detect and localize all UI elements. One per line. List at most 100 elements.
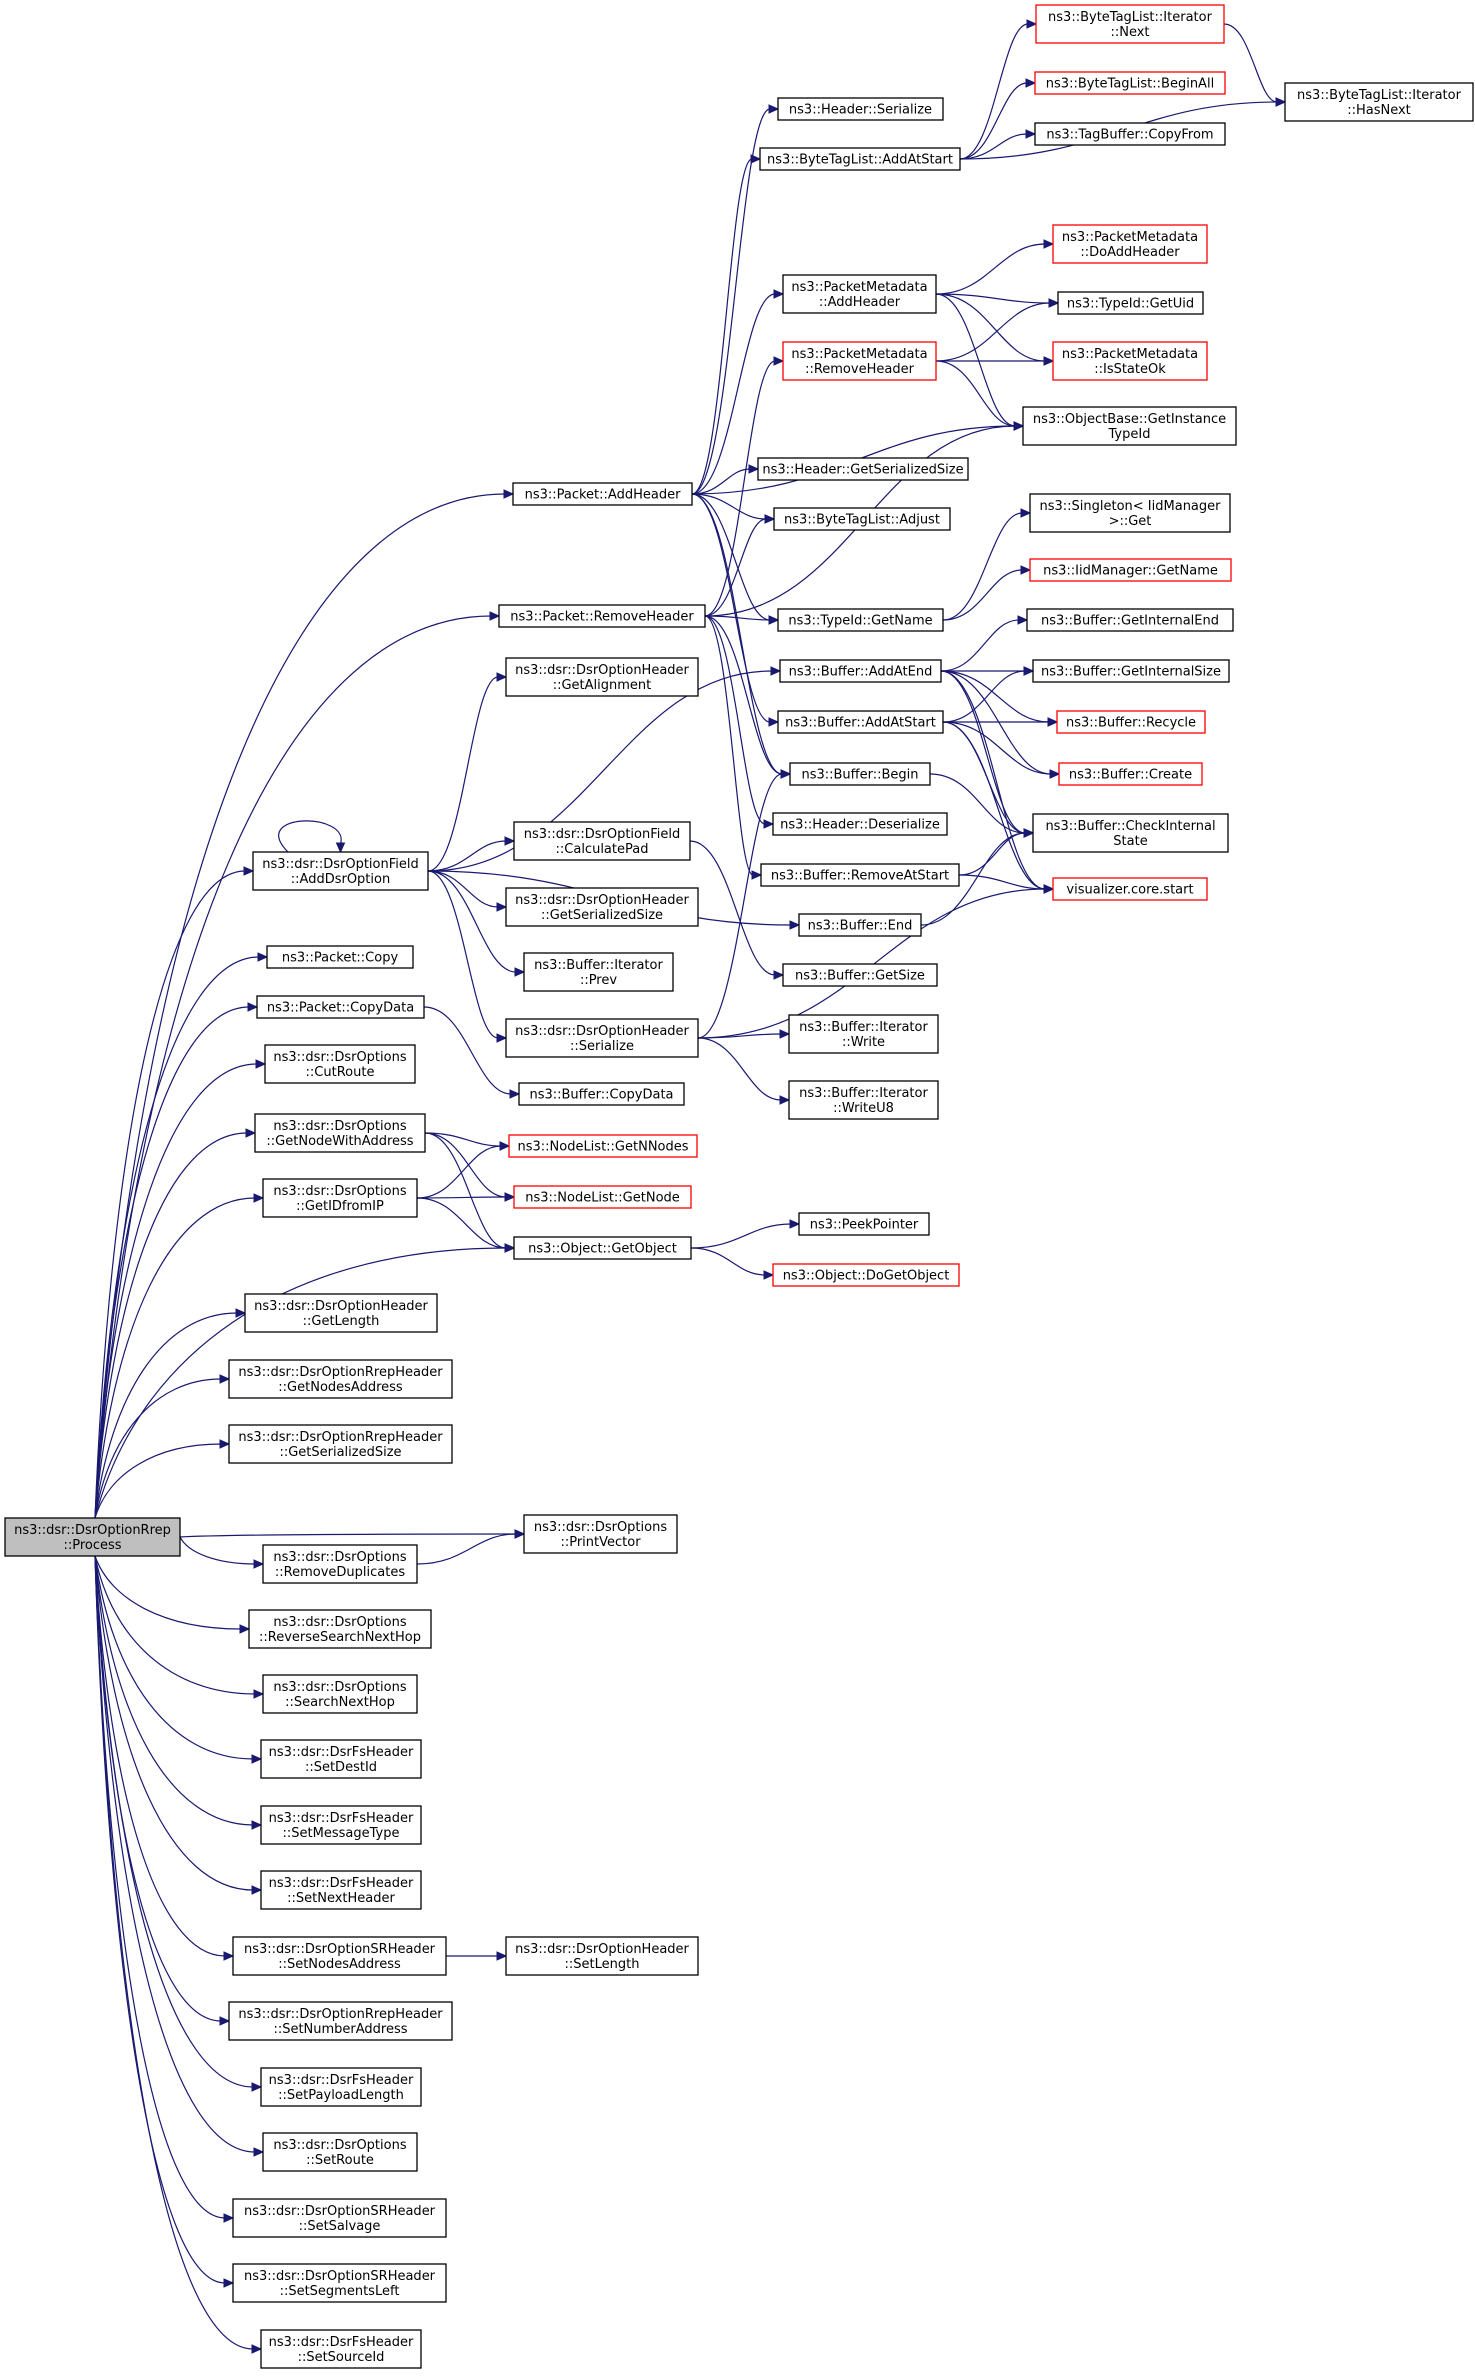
node-opt-revsearch[interactable]: ns3::dsr::DsrOptions::ReverseSearchNextH…: [248, 1609, 432, 1649]
call-edge: [427, 836, 516, 872]
node-buf-recycle[interactable]: ns3::Buffer::Recycle: [1056, 710, 1206, 734]
node-buf-addatend[interactable]: ns3::Buffer::AddAtEnd: [779, 659, 942, 683]
node-buf-end[interactable]: ns3::Buffer::End: [798, 913, 922, 937]
node-label: ns3::dsr::DsrOptions: [534, 1520, 667, 1535]
edge-arrowhead: [253, 2147, 265, 2157]
edge-arrowhead: [504, 1243, 516, 1253]
node-btl-beginall[interactable]: ns3::ByteTagList::BeginAll: [1034, 71, 1226, 95]
node-header-serialize[interactable]: ns3::Header::Serialize: [777, 97, 944, 121]
node-buf-addatstart[interactable]: ns3::Buffer::AddAtStart: [777, 710, 944, 734]
node-label: ns3::Buffer::Create: [1069, 768, 1192, 783]
node-sr-setnodesaddr[interactable]: ns3::dsr::DsrOptionSRHeader::SetNodesAdd…: [232, 1936, 447, 1976]
node-peekpointer[interactable]: ns3::PeekPointer: [798, 1212, 930, 1236]
node-label: ns3::PacketMetadata: [1062, 347, 1198, 362]
node-pkt-removeheader[interactable]: ns3::Packet::RemoveHeader: [498, 604, 706, 628]
edge-line: [94, 615, 492, 1519]
node-label: ns3::dsr::DsrOptionHeader: [254, 1299, 428, 1314]
node-root[interactable]: ns3::dsr::DsrOptionRrep::Process: [4, 1517, 181, 1557]
edge-line: [691, 468, 751, 495]
node-buf-getinternalend[interactable]: ns3::Buffer::GetInternalEnd: [1026, 608, 1234, 632]
node-iidmgr-getname[interactable]: ns3::IidManager::GetName: [1029, 558, 1232, 582]
call-edge: [940, 670, 1061, 779]
node-buf-begin[interactable]: ns3::Buffer::Begin: [789, 762, 931, 786]
edge-arrowhead: [1043, 239, 1055, 249]
node-buf-removeatstart[interactable]: ns3::Buffer::RemoveAtStart: [760, 863, 960, 887]
call-edges: [94, 19, 1287, 2354]
node-opt-printvector[interactable]: ns3::dsr::DsrOptions::PrintVector: [523, 1514, 678, 1554]
node-opt-getnodewithaddr[interactable]: ns3::dsr::DsrOptions::GetNodeWithAddress: [254, 1113, 426, 1153]
edge-line: [94, 870, 246, 1519]
edge-line: [278, 820, 342, 853]
node-bufit-write[interactable]: ns3::Buffer::Iterator::Write: [788, 1014, 939, 1054]
node-nodelist-getn[interactable]: ns3::NodeList::GetNNodes: [508, 1134, 698, 1158]
edge-line: [704, 615, 771, 621]
node-label: ns3::Buffer::RemoveAtStart: [771, 869, 949, 884]
edge-arrowhead: [514, 967, 526, 977]
node-bufit-prev[interactable]: ns3::Buffer::Iterator::Prev: [523, 952, 674, 992]
node-bufit-writeu8[interactable]: ns3::Buffer::Iterator::WriteU8: [788, 1080, 939, 1120]
node-box: [228, 1359, 453, 1399]
node-btl-addatstart[interactable]: ns3::ByteTagList::AddAtStart: [759, 147, 961, 171]
node-pm-removeheader[interactable]: ns3::PacketMetadata::RemoveHeader: [782, 341, 937, 381]
node-box: [1029, 558, 1232, 582]
node-singleton-get[interactable]: ns3::Singleton< IidManager >::Get: [1029, 493, 1231, 533]
node-label: ns3::TypeId::GetUid: [1067, 297, 1194, 312]
node-typeid-getname[interactable]: ns3::TypeId::GetName: [777, 608, 944, 632]
edge-arrowhead: [763, 819, 775, 829]
node-obj-dogetobject[interactable]: ns3::Object::DoGetObject: [772, 1263, 960, 1287]
node-fs-setnexthdr[interactable]: ns3::dsr::DsrFsHeader::SetNextHeader: [260, 1870, 422, 1910]
node-header-deserialize[interactable]: ns3::Header::Deserialize: [772, 812, 948, 836]
node-opt-cutroute[interactable]: ns3::dsr::DsrOptions::CutRoute: [264, 1044, 416, 1084]
node-buf-create[interactable]: ns3::Buffer::Create: [1058, 762, 1203, 786]
node-fs-setmsgtype[interactable]: ns3::dsr::DsrFsHeader::SetMessageType: [260, 1805, 422, 1845]
node-hdr-serialize[interactable]: ns3::dsr::DsrOptionHeader::Serialize: [505, 1018, 699, 1058]
node-buf-copydata[interactable]: ns3::Buffer::CopyData: [518, 1082, 685, 1106]
node-sr-setsegleft[interactable]: ns3::dsr::DsrOptionSRHeader::SetSegments…: [232, 2263, 447, 2303]
node-box: [498, 604, 706, 628]
node-pm-addheader[interactable]: ns3::PacketMetadata::AddHeader: [782, 274, 937, 314]
edge-line: [942, 670, 1026, 723]
node-opt-removedup[interactable]: ns3::dsr::DsrOptions::RemoveDuplicates: [262, 1544, 418, 1584]
node-opt-getidfromip[interactable]: ns3::dsr::DsrOptions::GetIDfromIP: [262, 1178, 418, 1218]
node-buf-getinternalsize[interactable]: ns3::Buffer::GetInternalSize: [1032, 659, 1230, 683]
node-hdr-getalign[interactable]: ns3::dsr::DsrOptionHeader::GetAlignment: [505, 657, 699, 697]
edge-line: [697, 773, 783, 1039]
node-label: ns3::Buffer::AddAtStart: [785, 716, 936, 731]
node-hdr-setlength[interactable]: ns3::dsr::DsrOptionHeader::SetLength: [505, 1936, 699, 1976]
node-pm-doaddheader[interactable]: ns3::PacketMetadata::DoAddHeader: [1052, 224, 1208, 264]
node-btl-adjust[interactable]: ns3::ByteTagList::Adjust: [773, 507, 951, 531]
node-pkt-copydata[interactable]: ns3::Packet::CopyData: [256, 995, 425, 1019]
node-btlit-next[interactable]: ns3::ByteTagList::Iterator::Next: [1035, 4, 1225, 44]
node-label: ns3::dsr::DsrFsHeader: [269, 1876, 414, 1891]
node-hdr-getserialsize[interactable]: ns3::dsr::DsrOptionHeader::GetSerialized…: [505, 887, 699, 927]
node-rrep-getnodesaddr[interactable]: ns3::dsr::DsrOptionRrepHeader::GetNodesA…: [228, 1359, 453, 1399]
node-field-adddsr[interactable]: ns3::dsr::DsrOptionField::AddDsrOption: [252, 851, 429, 891]
node-label: ns3::PacketMetadata: [791, 280, 927, 295]
node-tagbuf-copyfrom[interactable]: ns3::TagBuffer::CopyFrom: [1034, 122, 1226, 146]
edge-line: [427, 670, 773, 872]
node-buf-getsize[interactable]: ns3::Buffer::GetSize: [782, 963, 938, 987]
node-sr-setsalvage[interactable]: ns3::dsr::DsrOptionSRHeader::SetSalvage: [232, 2198, 447, 2238]
node-header-getserialsize[interactable]: ns3::Header::GetSerializedSize: [757, 457, 969, 481]
node-fs-setdestid[interactable]: ns3::dsr::DsrFsHeader::SetDestId: [260, 1739, 422, 1779]
node-label: ns3::dsr::DsrOptionField: [524, 827, 680, 842]
node-btlit-hasnext[interactable]: ns3::ByteTagList::Iterator::HasNext: [1284, 82, 1474, 122]
node-hdr-getlength[interactable]: ns3::dsr::DsrOptionHeader::GetLength: [244, 1293, 438, 1333]
edge-line: [94, 1197, 256, 1519]
node-fs-setpayloadlen[interactable]: ns3::dsr::DsrFsHeader::SetPayloadLength: [260, 2067, 422, 2107]
node-field-calcpad[interactable]: ns3::dsr::DsrOptionField::CalculatePad: [513, 821, 691, 861]
node-obj-getobject[interactable]: ns3::Object::GetObject: [513, 1236, 692, 1260]
node-rrep-getserialsize[interactable]: ns3::dsr::DsrOptionRrepHeader::GetSerial…: [228, 1424, 453, 1464]
node-nodelist-getnode[interactable]: ns3::NodeList::GetNode: [513, 1185, 692, 1209]
node-vis-core-start[interactable]: visualizer.core.start: [1052, 877, 1208, 901]
node-opt-searchnext[interactable]: ns3::dsr::DsrOptions::SearchNextHop: [262, 1674, 418, 1714]
node-pkt-addheader[interactable]: ns3::Packet::AddHeader: [512, 482, 693, 506]
node-pm-isstateok[interactable]: ns3::PacketMetadata::IsStateOk: [1052, 341, 1208, 381]
node-opt-setroute[interactable]: ns3::dsr::DsrOptions::SetRoute: [262, 2132, 418, 2172]
node-typeid-getuid[interactable]: ns3::TypeId::GetUid: [1057, 291, 1204, 315]
node-fs-setsourceid[interactable]: ns3::dsr::DsrFsHeader::SetSourceId: [260, 2329, 422, 2369]
node-rrep-setnumaddr[interactable]: ns3::dsr::DsrOptionRrepHeader::SetNumber…: [228, 2001, 453, 2041]
node-pkt-copy[interactable]: ns3::Packet::Copy: [266, 945, 414, 969]
